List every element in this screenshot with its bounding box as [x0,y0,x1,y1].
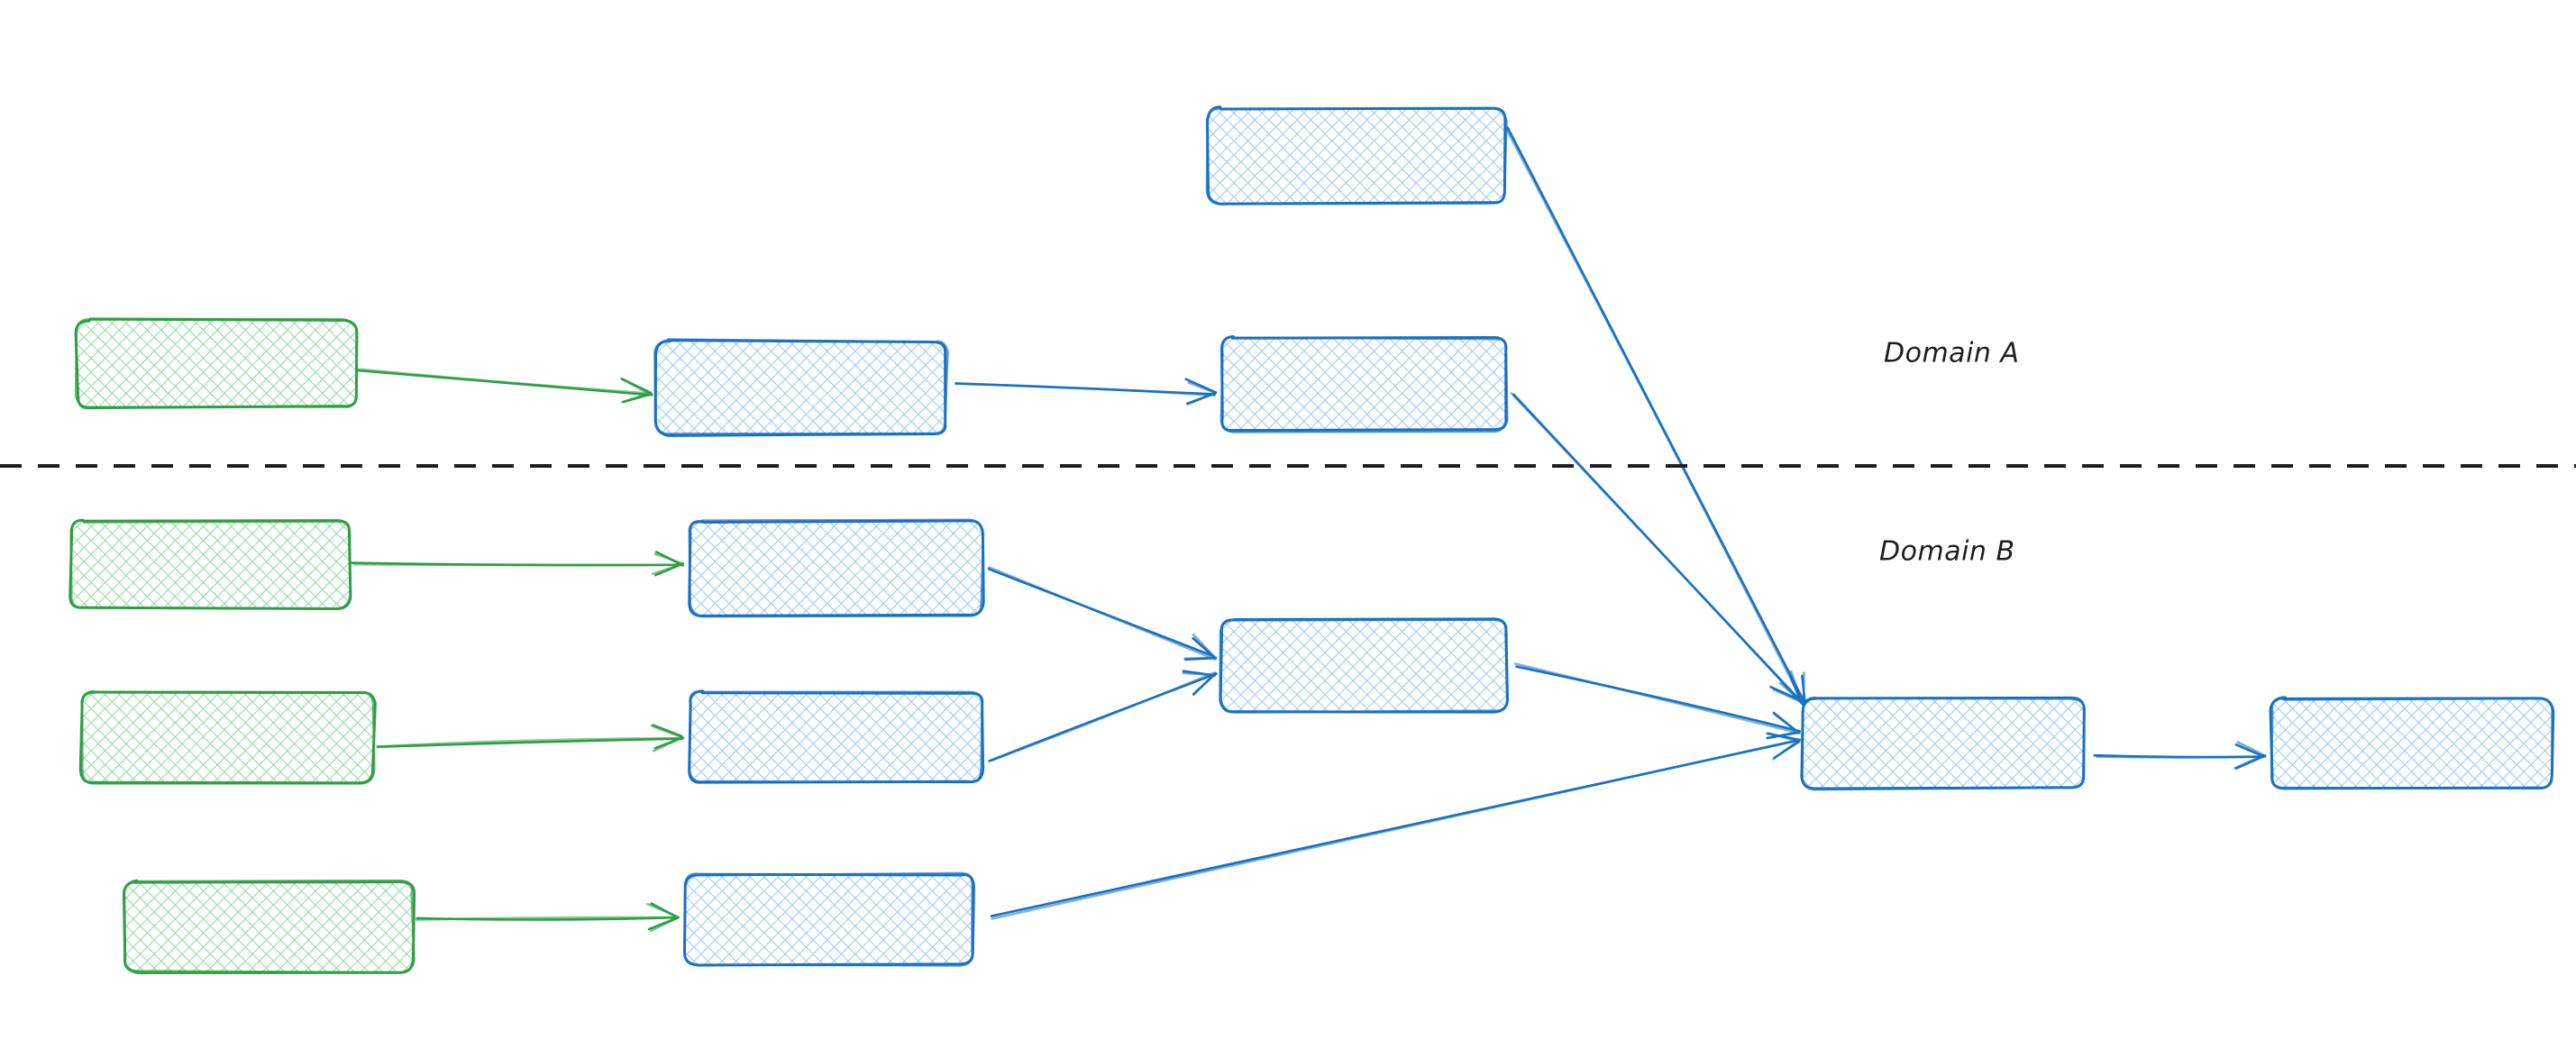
nodes-layer [69,105,2555,974]
node-fill [76,319,357,408]
edge-b-process-1-to-b-aggregate[interactable] [987,566,1218,661]
node-fill [69,520,351,609]
edge-line [356,368,653,395]
node-outline [74,317,359,408]
node-fill [123,880,414,972]
arrowhead [1772,689,1804,704]
edge-a-stage-mid-to-b-merge[interactable] [1510,392,1804,704]
arrowhead [622,391,653,404]
node-outline [688,518,985,618]
node-b-aggregate[interactable] [1219,617,1509,714]
edge-line [352,562,683,567]
edge-line [990,671,1215,762]
arrowhead [1790,670,1803,704]
node-outline [688,689,983,784]
label-domain-a: Domain A [1884,338,2019,369]
node-outline [1219,618,1509,714]
node-fill [1802,698,2085,789]
node-outline [683,871,974,967]
arrowhead [1767,732,1799,743]
edge-line [2096,755,2267,759]
node-fill [1220,337,1508,432]
node-fill [684,873,974,965]
edge-line [1510,392,1802,702]
edge-b-aggregate-to-b-merge[interactable] [1513,662,1801,740]
node-fill [80,692,374,783]
edge-a-process-1-to-a-stage-mid[interactable] [955,378,1218,406]
label-domain-b: Domain B [1879,536,2015,568]
node-b-source-1[interactable] [69,518,352,610]
arrowhead [1187,381,1217,395]
edge-line [991,738,1800,920]
arrowhead [1192,634,1218,661]
arrowhead [1773,713,1801,734]
edge-b-process-3-to-b-merge[interactable] [990,732,1802,920]
node-fill [1208,107,1506,204]
node-outline [2270,696,2553,790]
arrowhead [652,562,685,575]
edge-line [988,566,1217,661]
arrowhead [650,725,685,739]
node-a-source-1[interactable] [74,317,359,410]
edges-layer [351,125,2267,933]
node-outline [123,879,416,974]
edge-line [375,736,685,748]
node-a-stage-top[interactable] [1205,105,1508,205]
edge-a-source-1-to-a-process-1[interactable] [356,368,653,404]
arrowhead [649,916,680,933]
edge-line [1513,662,1799,734]
edge-b-source-2-to-b-process-2[interactable] [375,724,685,753]
edge-line [415,916,678,921]
arrowhead [1769,686,1803,702]
node-outline [653,338,949,435]
node-a-process-1[interactable] [653,338,949,437]
arrowhead [1192,673,1217,696]
edge-b-merge-to-b-output[interactable] [2093,741,2267,770]
arrowhead [2234,743,2264,758]
arrowhead [2233,753,2265,770]
node-outline [1800,696,2086,791]
node-fill [689,520,983,616]
node-outline [69,518,352,610]
node-b-source-2[interactable] [78,689,377,785]
edge-line [1503,125,1805,706]
edge-b-process-2-to-b-aggregate[interactable] [988,670,1218,762]
node-a-stage-mid[interactable] [1219,335,1509,433]
arrowhead [653,552,685,565]
node-b-output[interactable] [2269,696,2555,790]
arrowhead [620,378,652,397]
arrowhead [1186,392,1215,406]
arrowhead [2236,741,2265,756]
edge-b-source-3-to-b-process-3[interactable] [415,902,680,933]
node-outline [1205,107,1508,205]
node-b-source-3[interactable] [122,879,416,974]
arrowhead [1182,671,1216,677]
node-fill [2270,698,2553,789]
arrowhead [646,902,678,917]
node-b-process-3[interactable] [683,871,975,967]
edge-b-source-1-to-b-process-1[interactable] [351,551,685,577]
arrowhead [652,735,684,753]
node-b-merge[interactable] [1800,696,2086,791]
node-b-process-2[interactable] [688,689,985,784]
node-b-process-1[interactable] [688,518,985,618]
node-fill [1221,619,1508,713]
edge-line [955,382,1216,397]
edge-a-stage-top-to-b-merge[interactable] [1503,125,1807,707]
node-outline [81,690,376,785]
node-fill [690,691,983,783]
node-fill [655,340,946,435]
arrowhead [1767,731,1800,740]
arrowhead [1772,738,1802,761]
domain-labels-layer: Domain A Domain B [1879,338,2019,568]
node-outline [1219,335,1509,433]
arrowhead [1183,656,1218,661]
